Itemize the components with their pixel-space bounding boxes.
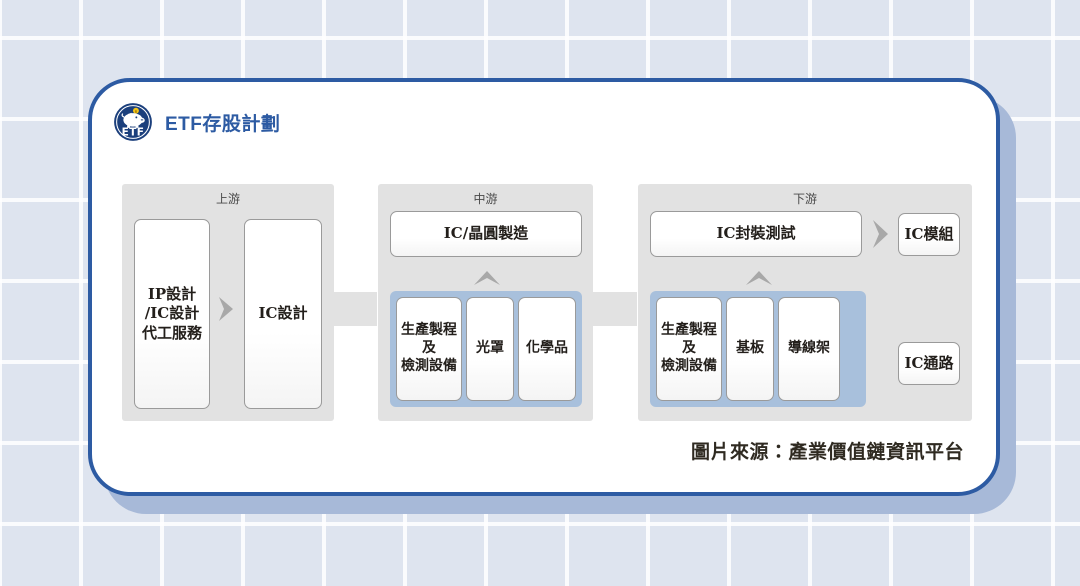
stage-upstream: 上游 IP設計 /IC設計 代工服務 IC設計: [122, 184, 334, 421]
upstream-right-chevron-icon: [219, 297, 233, 321]
node-line: IC/晶圓製造: [443, 224, 529, 243]
node-chemicals[interactable]: 化學品: [518, 297, 576, 401]
node-ic-packaging-testing[interactable]: IC封裝測試: [650, 211, 862, 257]
node-line: IC封裝測試: [716, 224, 796, 243]
svg-text:ETF: ETF: [122, 126, 145, 138]
node-ic-design[interactable]: IC設計: [244, 219, 322, 409]
node-ic-wafer-manufacturing[interactable]: IC/晶圓製造: [390, 211, 582, 257]
node-production-inspection-equipment-mid[interactable]: 生產製程 及 檢測設備: [396, 297, 462, 401]
etf-plan-card: $ ETF ETF存股計劃 上游: [88, 78, 1000, 496]
stage-downstream: 下游 IC封裝測試 IC模組 生產製程 及 檢測設備: [638, 184, 972, 421]
node-line: 生產製程: [401, 322, 457, 339]
node-line: /IC設計: [144, 304, 200, 323]
node-line: 及: [682, 340, 696, 357]
node-line: 檢測設備: [661, 357, 717, 374]
piggy-bank-etf-logo-icon: $ ETF: [112, 101, 154, 143]
stage-upstream-label: 上游: [215, 192, 240, 206]
node-line: IC模組: [904, 224, 954, 243]
page-title: ETF存股計劃: [165, 113, 281, 135]
downstream-right-chevron-icon: [873, 220, 888, 248]
node-line: 檢測設備: [401, 357, 457, 374]
group-midstream-materials: 生產製程 及 檢測設備 光罩 化學品: [390, 291, 582, 407]
node-ic-channel[interactable]: IC通路: [898, 342, 960, 385]
node-line: 及: [422, 340, 436, 357]
node-line: IC設計: [258, 304, 308, 323]
node-ip-ic-design-foundry[interactable]: IP設計 /IC設計 代工服務: [134, 219, 210, 409]
group-downstream-materials: 生產製程 及 檢測設備 基板 導線架: [650, 291, 866, 407]
value-chain-diagram: 上游 IP設計 /IC設計 代工服務 IC設計 中游 IC/晶圓製造: [122, 184, 972, 424]
midstream-up-chevron-icon: [474, 271, 500, 285]
stage-downstream-label: 下游: [792, 192, 817, 206]
card-header: $ ETF ETF存股計劃: [112, 101, 280, 143]
node-line: 代工服務: [141, 323, 202, 342]
node-line: IC通路: [904, 353, 954, 372]
node-ic-module[interactable]: IC模組: [898, 213, 960, 256]
node-leadframe[interactable]: 導線架: [778, 297, 840, 401]
node-line: 化學品: [526, 340, 568, 357]
stage-midstream: 中游 IC/晶圓製造 生產製程 及 檢測設備 光罩: [378, 184, 593, 421]
stage-midstream-label: 中游: [473, 192, 498, 206]
downstream-up-chevron-icon: [746, 271, 772, 285]
svg-text:$: $: [135, 108, 138, 113]
node-production-inspection-equipment-down[interactable]: 生產製程 及 檢測設備: [656, 297, 722, 401]
node-photomask[interactable]: 光罩: [466, 297, 514, 401]
source-caption: 圖片來源：產業價值鏈資訊平台: [690, 441, 964, 463]
node-line: 導線架: [788, 340, 830, 357]
node-substrate[interactable]: 基板: [726, 297, 774, 401]
node-line: IP設計: [147, 285, 197, 304]
node-line: 光罩: [476, 340, 504, 357]
node-line: 生產製程: [661, 322, 717, 339]
node-line: 基板: [736, 340, 764, 357]
